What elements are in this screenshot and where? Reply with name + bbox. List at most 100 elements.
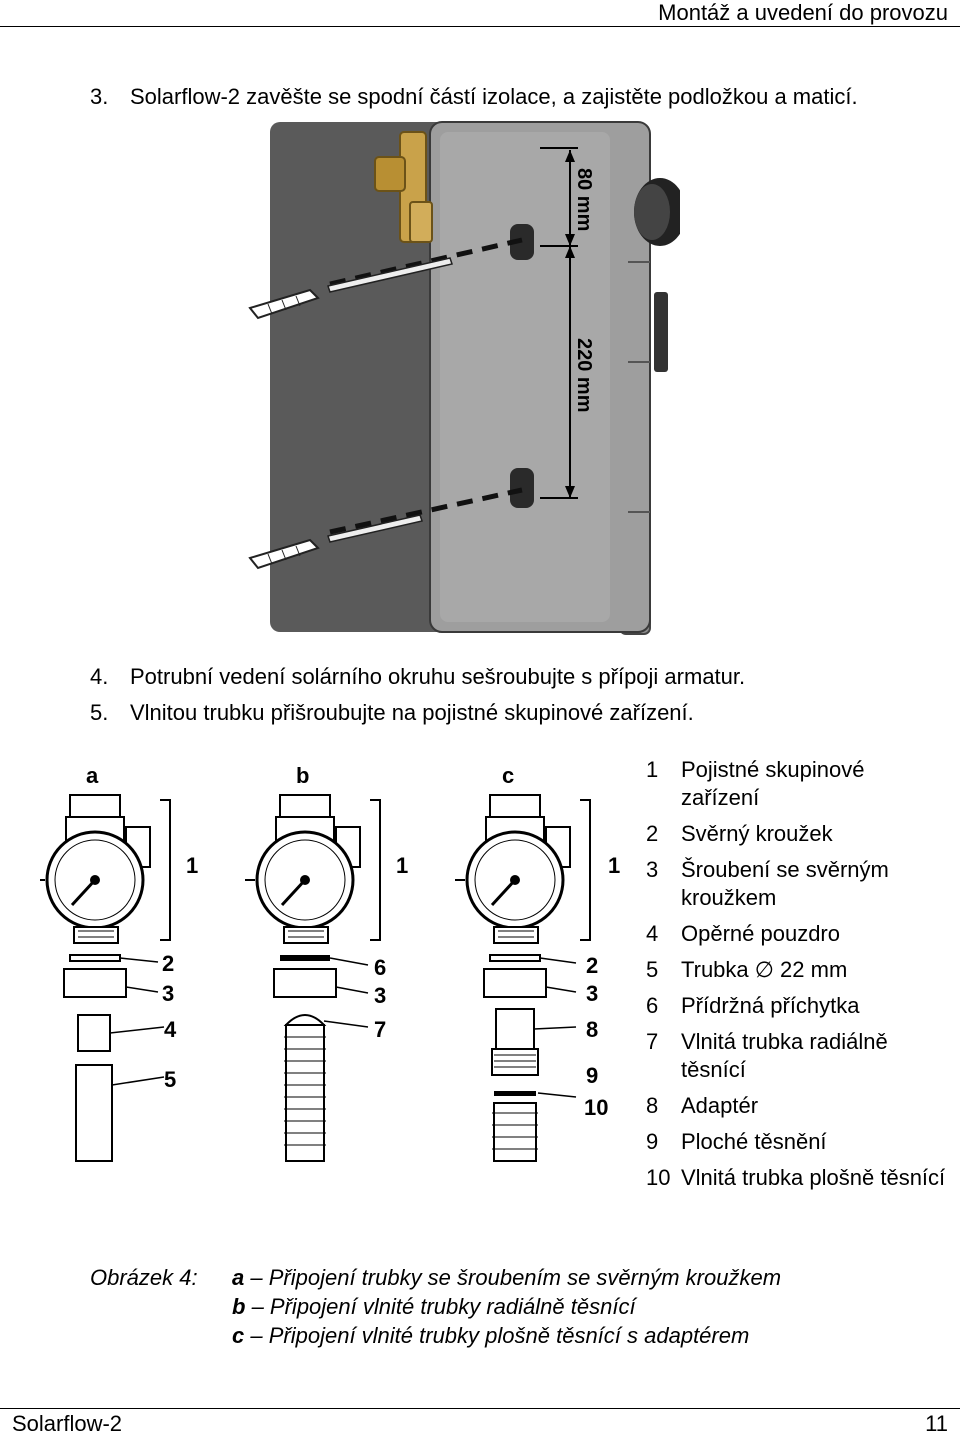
callout-a-1: 1 <box>186 853 198 878</box>
callout-a-3: 3 <box>162 981 174 1006</box>
legend-item: 7 Vlnitá trubka radiálně těsnící <box>646 1028 946 1084</box>
variant-label-a: a <box>86 763 99 788</box>
page-footer: Solarflow-2 11 <box>0 1408 960 1436</box>
legend-number: 10 <box>646 1165 671 1190</box>
legend-item: 10 Vlnitá trubka plošně těsnící <box>646 1164 946 1192</box>
callout-c-8: 8 <box>586 1017 598 1042</box>
callout-b-6: 6 <box>374 955 386 980</box>
adapter <box>495 1008 535 1050</box>
corrugated-pipe <box>492 1102 538 1162</box>
legend-number: 4 <box>646 921 659 946</box>
wall-mounting-illustration: 80 mm 220 mm <box>248 121 680 635</box>
legend-number: 6 <box>646 993 659 1018</box>
caption-key: b <box>232 1294 246 1319</box>
legend-text: Přídržná příchytka <box>681 993 860 1018</box>
legend-item: 9 Ploché těsnění <box>646 1128 946 1156</box>
knob-icon <box>634 178 680 246</box>
step-number: 5. <box>90 700 109 725</box>
callout-c-3: 3 <box>586 981 598 1006</box>
caption-line-c: c – Připojení vlnité trubky plošně těsní… <box>232 1323 749 1349</box>
compression-fitting <box>273 968 337 998</box>
step-text: Solarflow-2 zavěšte se spodní částí izol… <box>130 84 858 109</box>
callout-b-3: 3 <box>374 983 386 1008</box>
callout-c-2: 2 <box>586 953 598 978</box>
callout-a-2: 2 <box>162 951 174 976</box>
step-text: Vlnitou trubku přišroubujte na pojistné … <box>130 700 694 725</box>
callout-a-5: 5 <box>164 1067 176 1092</box>
legend-number: 8 <box>646 1093 659 1118</box>
step-number: 3. <box>90 84 109 109</box>
support-sleeve <box>77 1014 111 1052</box>
corrugated-pipe <box>283 1014 327 1162</box>
screw-bottom-icon <box>327 514 423 543</box>
legend-number: 3 <box>646 857 659 882</box>
legend-number: 2 <box>646 821 659 846</box>
caption-key: a <box>232 1265 245 1290</box>
legend-text: Ploché těsnění <box>681 1129 827 1154</box>
guide-line-top <box>329 237 523 287</box>
callout-b-1: 1 <box>396 853 408 878</box>
side-clip <box>654 292 668 372</box>
legend-number: 7 <box>646 1029 659 1054</box>
variant-a: a 1 2 3 4 5 <box>40 763 198 1162</box>
screw-top-icon <box>327 257 453 293</box>
legend-item: 6 Přídržná příchytka <box>646 992 946 1020</box>
callout-c-10: 10 <box>584 1095 608 1120</box>
callout-c-9: 9 <box>586 1063 598 1088</box>
dimension-220: 220 mm <box>573 338 595 413</box>
footer-product: Solarflow-2 <box>12 1411 123 1436</box>
brass-valve-icon <box>374 131 433 243</box>
caption-key: c <box>232 1323 245 1348</box>
caption-label: Obrázek 4: <box>90 1265 198 1290</box>
variant-label-c: c <box>502 763 514 788</box>
connection-variants-illustration: a 1 2 3 4 5 b 1 6 3 <box>40 763 620 1162</box>
legend-item: 1 Pojistné skupinové zařízení <box>646 756 946 812</box>
legend-item: 3 Šroubení se svěrným kroužkem <box>646 856 946 912</box>
legend-item: 4 Opěrné pouzdro <box>646 920 946 948</box>
legend-number: 5 <box>646 957 659 982</box>
dowel-bottom-icon <box>248 538 320 570</box>
pipe <box>75 1064 113 1162</box>
legend-text: Vlnitá trubka radiálně těsnící <box>681 1029 888 1082</box>
header-title: Montáž a uvedení do provozu <box>658 0 948 25</box>
caption-text: – Připojení vlnité trubky radiálně těsní… <box>251 1294 636 1319</box>
caption-text: – Připojení trubky se šroubením se svěrn… <box>250 1265 782 1290</box>
compression-fitting <box>63 968 127 998</box>
step-number: 4. <box>90 664 109 689</box>
legend-text: Trubka ∅ 22 mm <box>681 957 848 982</box>
dimension-line <box>540 147 578 499</box>
variant-b: b 1 6 3 7 <box>243 763 408 1162</box>
compression-fitting <box>483 968 547 998</box>
mounting-slot-bottom <box>510 468 534 508</box>
dowel-top-icon <box>248 288 320 320</box>
legend-item: 5 Trubka ∅ 22 mm <box>646 956 946 984</box>
step-text: Potrubní vedení solárního okruhu sešroub… <box>130 664 746 689</box>
legend-text: Adaptér <box>681 1093 759 1118</box>
legend-text: Opěrné pouzdro <box>681 921 840 946</box>
legend-text: Vlnitá trubka plošně těsnící <box>681 1165 946 1190</box>
legend-number: 1 <box>646 757 659 782</box>
step-3: 3. Solarflow-2 zavěšte se spodní částí iz… <box>90 84 858 110</box>
callout-a-4: 4 <box>164 1017 177 1042</box>
clamp-ring <box>69 954 121 962</box>
variant-label-b: b <box>296 763 309 788</box>
guide-line-bottom <box>329 487 523 535</box>
clamp-ring <box>489 954 541 962</box>
legend-text: Pojistné skupinové zařízení <box>681 757 865 810</box>
callout-b-7: 7 <box>374 1017 386 1042</box>
legend-item: 8 Adaptér <box>646 1092 946 1120</box>
caption-text: – Připojení vlnité trubky plošně těsnící… <box>250 1323 750 1348</box>
page-number: 11 <box>925 1411 948 1436</box>
caption-line-a: a – Připojení trubky se šroubením se svě… <box>232 1265 781 1291</box>
page-header: Montáž a uvedení do provozu <box>0 0 960 27</box>
callout-c-1: 1 <box>608 853 620 878</box>
flat-seal <box>494 1091 536 1096</box>
legend-number: 9 <box>646 1129 659 1154</box>
step-5: 5. Vlnitou trubku přišroubujte na pojistn… <box>90 700 694 726</box>
dimension-80: 80 mm <box>573 168 595 231</box>
legend-text: Šroubení se svěrným kroužkem <box>681 857 889 910</box>
variant-c: c 1 2 3 8 9 10 <box>453 763 620 1162</box>
adapter-nut <box>491 1048 539 1076</box>
